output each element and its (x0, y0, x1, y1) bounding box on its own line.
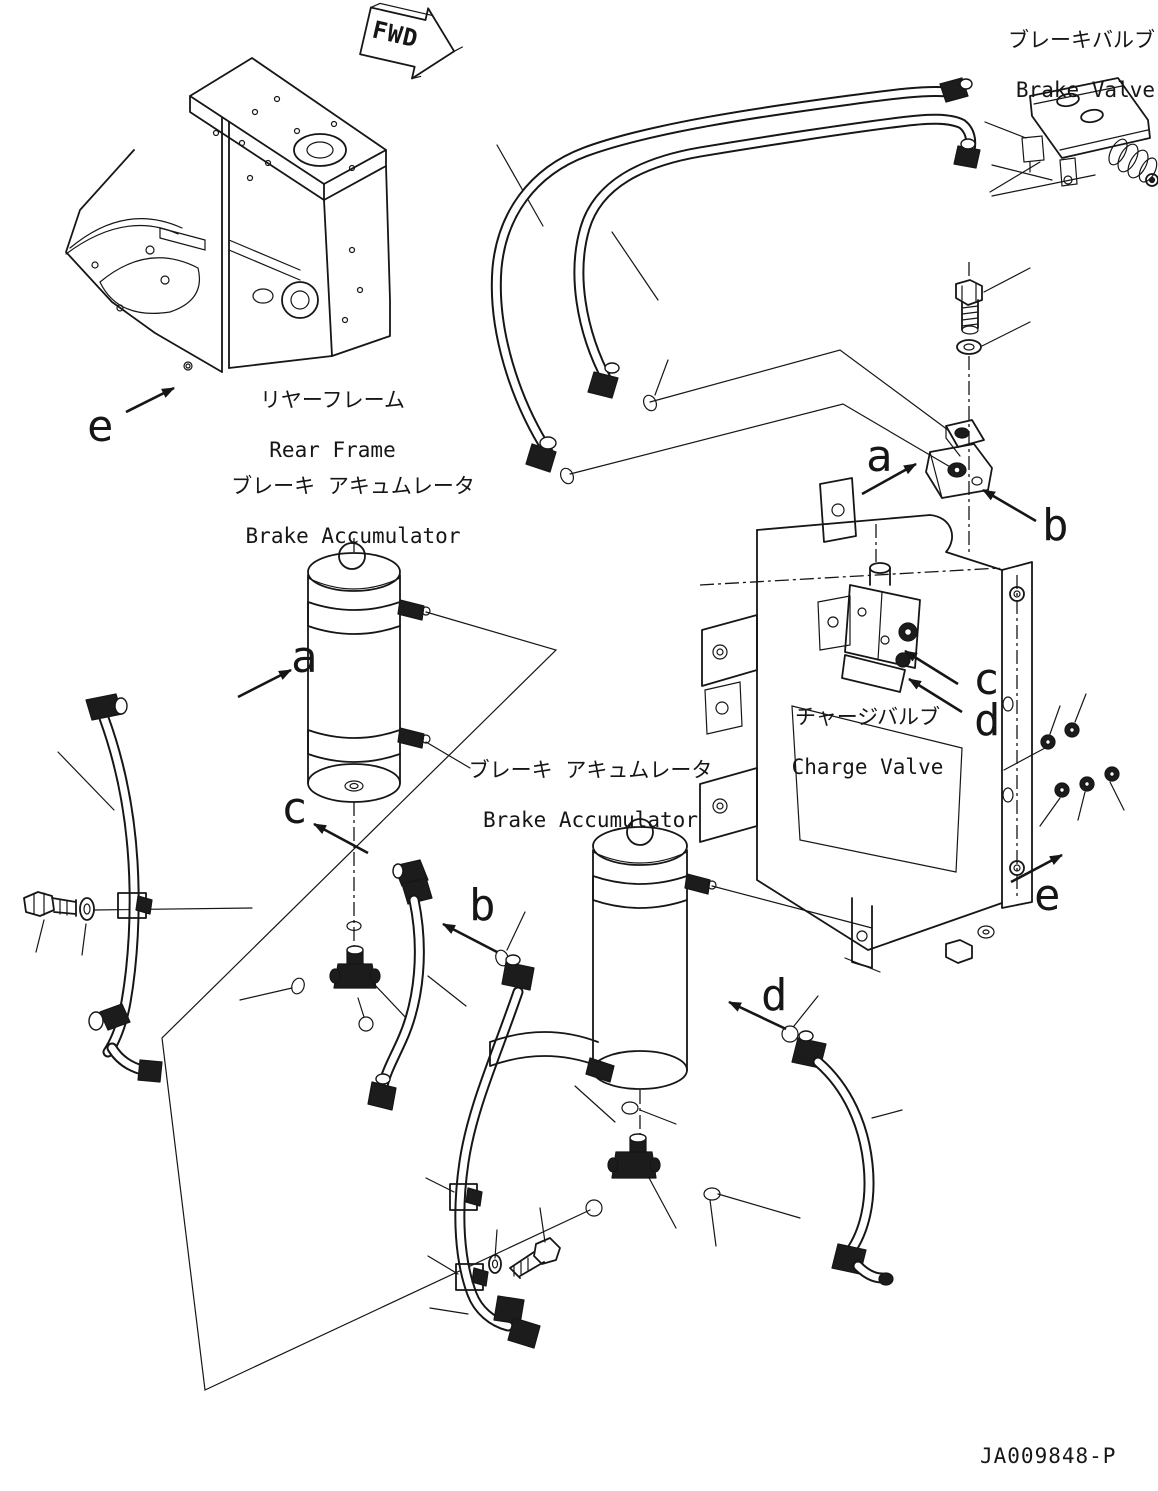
callout-c-right: c (973, 654, 1000, 705)
center-bottom-hose (425, 954, 603, 1349)
middle-hose (367, 859, 526, 1111)
callout-d-bottom: d (761, 970, 788, 1021)
label-charge-valve-ja: チャージバルブ (794, 705, 941, 729)
callout-b-top: b (1042, 500, 1069, 551)
callout-e-left: e (87, 401, 114, 452)
drawing-number: JA009848-P (980, 1444, 1117, 1468)
brake-valve-drawing (984, 77, 1158, 197)
label-rear-frame-ja: リヤーフレーム (259, 388, 406, 412)
label-brake-accumulator-2-ja: ブレーキ アキュムレータ (468, 758, 713, 782)
brake-accumulator-2 (489, 818, 717, 1142)
brake-accumulator-1 (307, 538, 431, 952)
callout-a-top: a (866, 431, 893, 482)
rear-frame-sketch (65, 57, 391, 373)
label-brake-accumulator-1: ブレーキ アキュムレータ Brake Accumulator (228, 474, 478, 549)
fwd-arrow-sign (359, 2, 463, 80)
right-hose (781, 995, 903, 1286)
mounting-nuts-right (1003, 693, 1125, 827)
charge-valve-plate (699, 477, 1033, 973)
label-brake-valve-ja: ブレーキバルブ (1008, 28, 1155, 52)
label-charge-valve-en: Charge Valve (791, 755, 944, 779)
label-brake-valve-en: Brake Valve (1015, 78, 1155, 102)
label-brake-accumulator-1-en: Brake Accumulator (245, 524, 461, 548)
label-brake-valve: ブレーキバルブ Brake Valve (1005, 28, 1155, 103)
brake-hoses-upper (490, 77, 981, 485)
callout-c-mid: c (281, 783, 308, 834)
charge-valve-block (817, 562, 921, 693)
label-rear-frame-en: Rear Frame (269, 438, 396, 462)
callout-arrows (125, 386, 1063, 1031)
tee-fitting-1 (239, 945, 409, 1032)
label-brake-accumulator-1-ja: ブレーキ アキュムレータ (231, 474, 475, 498)
label-rear-frame: リヤーフレーム Rear Frame (240, 388, 425, 463)
callout-e-right: e (1034, 870, 1061, 921)
bolt-washer-upper (955, 262, 1031, 555)
callout-d-right: d (974, 695, 1001, 746)
left-hose-assembly (23, 693, 163, 1083)
callout-b-mid: b (469, 880, 496, 931)
tee-fitting-2 (607, 1133, 801, 1247)
construction-lines (93, 144, 953, 1391)
callout-a-mid: a (291, 632, 318, 683)
label-charge-valve: チャージバルブ Charge Valve (775, 705, 960, 780)
label-brake-accumulator-2: ブレーキ アキュムレータ Brake Accumulator (468, 758, 713, 833)
label-brake-accumulator-2-en: Brake Accumulator (483, 808, 698, 832)
